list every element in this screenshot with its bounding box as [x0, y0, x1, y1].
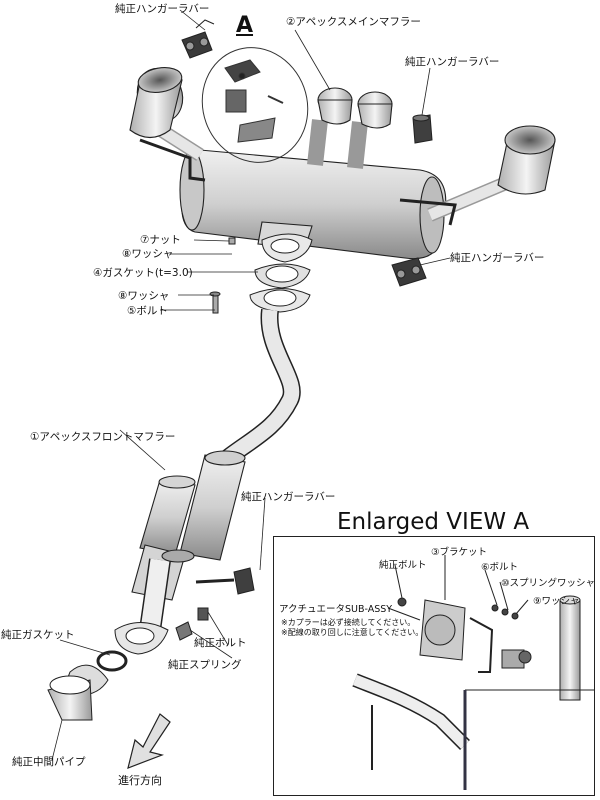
label-front-muffler: ①アペックスフロントマフラー — [30, 431, 176, 443]
connecting-pipe — [219, 308, 301, 468]
main-muffler — [129, 67, 556, 260]
gasket-stack — [209, 233, 313, 314]
view-title: Enlarged VIEW A — [337, 509, 530, 535]
view-label-bracket: ③ブラケット — [431, 547, 488, 558]
leader-lines — [51, 9, 451, 761]
view-label-stock-bolt: 純正ボルト — [379, 560, 427, 571]
label-hanger-front: 純正ハンガーラバー — [241, 491, 336, 503]
hanger-rubber-front — [195, 567, 255, 595]
label-gasket: ④ガスケット(t=3.0) — [93, 267, 193, 279]
label-hanger-right-mid: 純正ハンガーラバー — [450, 252, 545, 264]
view-note-wiring: ※配線の取り回しに注意してください。 — [281, 628, 424, 637]
label-direction: 進行方向 — [118, 774, 162, 787]
label-hanger-right-top: 純正ハンガーラバー — [405, 56, 500, 68]
view-a-detail — [352, 555, 595, 790]
label-stock-spring: 純正スプリング — [168, 659, 242, 671]
label-washer-lower: ⑧ワッシャ — [118, 290, 170, 302]
hanger-rubber-square — [412, 114, 433, 144]
hanger-rubber-top — [181, 19, 215, 59]
view-a-letter: A — [236, 13, 254, 38]
view-label-spring-washer: ⑩スプリングワッシャ — [501, 578, 596, 589]
label-hanger-top: 純正ハンガーラバー — [115, 3, 210, 15]
label-stock-bolt: 純正ボルト — [194, 637, 247, 649]
front-muffler — [131, 450, 246, 632]
label-mid-pipe: 純正中間パイプ — [12, 756, 86, 768]
view-a-callout — [201, 47, 309, 163]
direction-arrow — [127, 713, 171, 769]
view-a-box — [273, 536, 595, 796]
hanger-rubber-right — [391, 257, 427, 287]
label-nut: ⑦ナット — [140, 234, 181, 246]
view-note-coupler: ※カプラーは必ず接続してください。 — [281, 618, 416, 627]
label-washer-upper: ⑧ワッシャ — [122, 248, 174, 260]
view-label-actuator: アクチュエータSUB-ASSY — [279, 604, 393, 615]
label-bolt: ⑤ボルト — [127, 305, 168, 317]
label-stock-gasket: 純正ガスケット — [1, 629, 75, 641]
stock-parts — [47, 607, 209, 721]
view-label-bolt6: ⑥ボルト — [481, 562, 519, 573]
view-label-washer9: ⑨ワッシャ — [533, 596, 580, 607]
label-main-muffler: ②アペックスメインマフラー — [286, 16, 421, 28]
